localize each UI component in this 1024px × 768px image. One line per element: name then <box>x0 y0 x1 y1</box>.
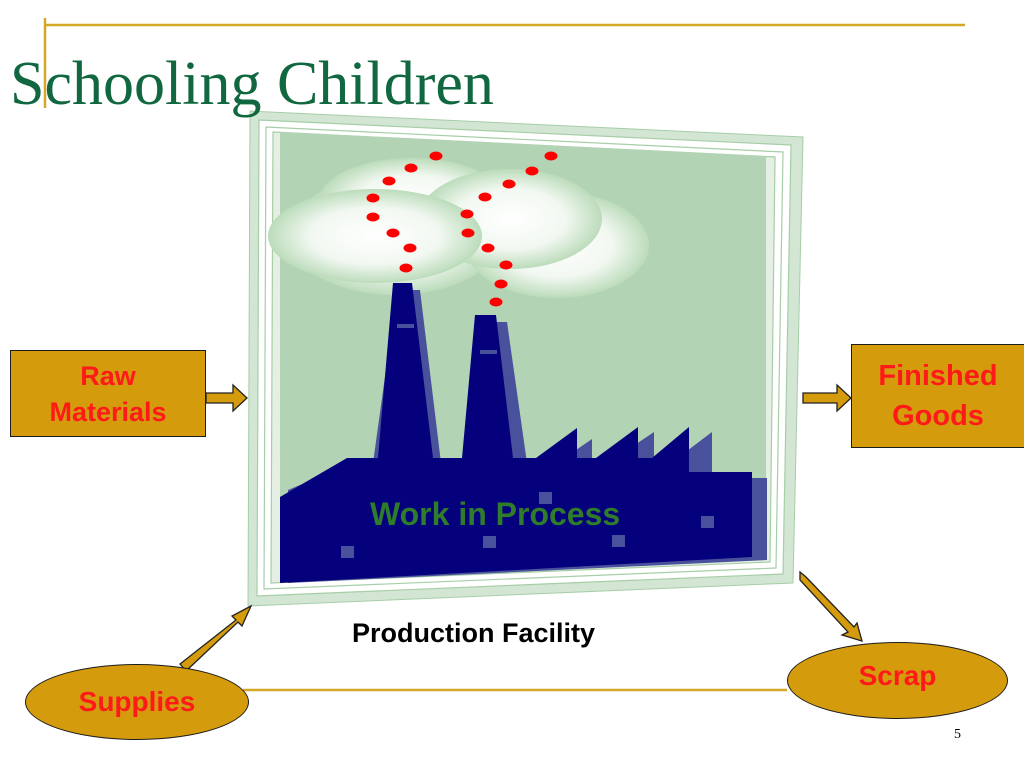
slide-number: 5 <box>954 727 961 742</box>
supplies-ellipse: Supplies <box>25 664 249 740</box>
raw-materials-label-line1: Raw <box>80 360 136 391</box>
scrap-ellipse: Scrap <box>787 642 1008 719</box>
slide-title: Schooling Children <box>10 50 494 118</box>
scrap-label: Scrap <box>858 659 937 691</box>
arrow-raw-to-facility <box>205 383 248 413</box>
slide-accent-lines <box>43 18 965 692</box>
raw-materials-box: Raw Materials <box>10 350 206 437</box>
factory-building <box>280 283 767 583</box>
finished-goods-label-line1: Finished <box>878 360 998 392</box>
smoke-clouds <box>268 158 649 298</box>
smoke-dots <box>366 151 558 307</box>
finished-goods-label-line2: Goods <box>892 400 984 432</box>
flow-arrows <box>179 383 863 672</box>
work-in-process-label: Work in Process <box>370 496 621 532</box>
arrow-facility-to-finished <box>802 383 852 413</box>
production-facility-label: Production Facility <box>352 618 596 648</box>
supplies-label: Supplies <box>78 686 196 717</box>
finished-goods-box: Finished Goods <box>851 344 1024 448</box>
arrow-supplies-to-facility <box>179 604 253 672</box>
raw-materials-label-line2: Materials <box>49 396 167 427</box>
arrow-facility-to-scrap <box>799 570 863 642</box>
